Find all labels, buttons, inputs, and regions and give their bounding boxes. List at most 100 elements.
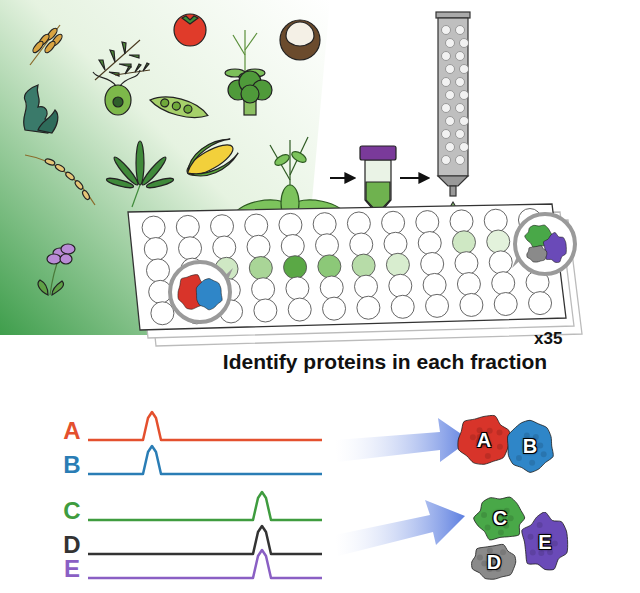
magnifier [170,262,230,322]
well [284,256,307,279]
subunit-surface [474,497,525,540]
bead [442,26,451,35]
sample-tube [360,146,396,215]
bead [442,130,451,139]
well [450,210,473,233]
surface-texture [470,434,476,440]
bead [460,117,469,126]
well [247,235,270,258]
multiplier-label: x35 [534,330,562,349]
bead [446,65,455,74]
subunit-surface [522,512,568,570]
subunit-surface [458,415,510,464]
surface-texture [498,529,504,535]
surface-texture [537,522,543,528]
assignment-arrow [335,500,465,556]
protein-subunit [196,279,222,310]
surface-texture [497,444,503,450]
surface-texture [481,512,487,518]
well [494,293,517,316]
well [213,236,236,259]
well [423,273,446,296]
well [142,216,165,239]
surface-texture [529,460,535,466]
well [320,276,343,299]
protein-subunit [543,232,566,262]
assignment-arrow [335,418,470,462]
surface-texture [537,442,543,448]
well [318,255,341,278]
well [245,214,268,237]
well [529,292,552,315]
arabidopsis-plant [232,137,347,236]
caption-label: Identify proteins in each fraction [223,350,547,373]
well [252,278,275,301]
bead [460,65,469,74]
well [211,215,234,238]
bead [446,143,455,152]
well [352,254,375,277]
surface-texture [541,451,547,457]
well [357,296,380,319]
well [421,252,444,275]
well [487,230,510,253]
protein-letter: A [63,418,80,444]
protein-letter: E [64,556,80,582]
well [416,211,439,234]
well [384,232,407,255]
elution-traces [88,412,322,578]
well [386,253,409,276]
well [452,231,475,254]
bead [442,52,451,61]
surface-texture [528,534,534,540]
elution-trace [88,492,322,520]
well [389,274,412,297]
protein-subunit: C [473,494,527,542]
protein-subunit: E [520,512,570,572]
well [382,211,405,234]
well [457,273,480,296]
bead [460,91,469,100]
chromatography-column [436,12,470,228]
elution-trace [88,412,322,440]
bead [446,117,455,126]
column-beads [442,26,469,165]
subunit-letter: A [477,430,491,450]
bead [456,156,465,165]
bead [456,52,465,61]
surface-texture [481,561,487,567]
well [179,237,202,260]
bead [456,26,465,35]
surface-texture [508,515,514,521]
process-arrow [400,177,428,179]
process-arrow [330,177,354,179]
well [460,293,483,316]
surface-texture [552,540,558,546]
well [249,257,272,280]
bead [446,91,455,100]
protein-subunit: A [455,413,513,467]
well [281,235,304,258]
subunit-letter: E [538,532,551,552]
elution-trace [88,550,322,578]
subunit-letter: B [523,436,537,456]
protein-letter: B [63,452,80,478]
bead [442,156,451,165]
well [426,294,449,317]
elution-trace [88,526,322,554]
subunit-surface [472,544,516,579]
subunit-letter: C [493,508,507,528]
well [144,238,167,261]
bead [442,104,451,113]
well [176,215,199,238]
surface-texture [497,429,503,435]
well [254,299,277,322]
well [347,212,370,235]
well [323,297,346,320]
protein-subunit: D [469,542,519,582]
well [391,295,414,318]
surface-texture [516,455,522,461]
magnifier [515,214,575,274]
